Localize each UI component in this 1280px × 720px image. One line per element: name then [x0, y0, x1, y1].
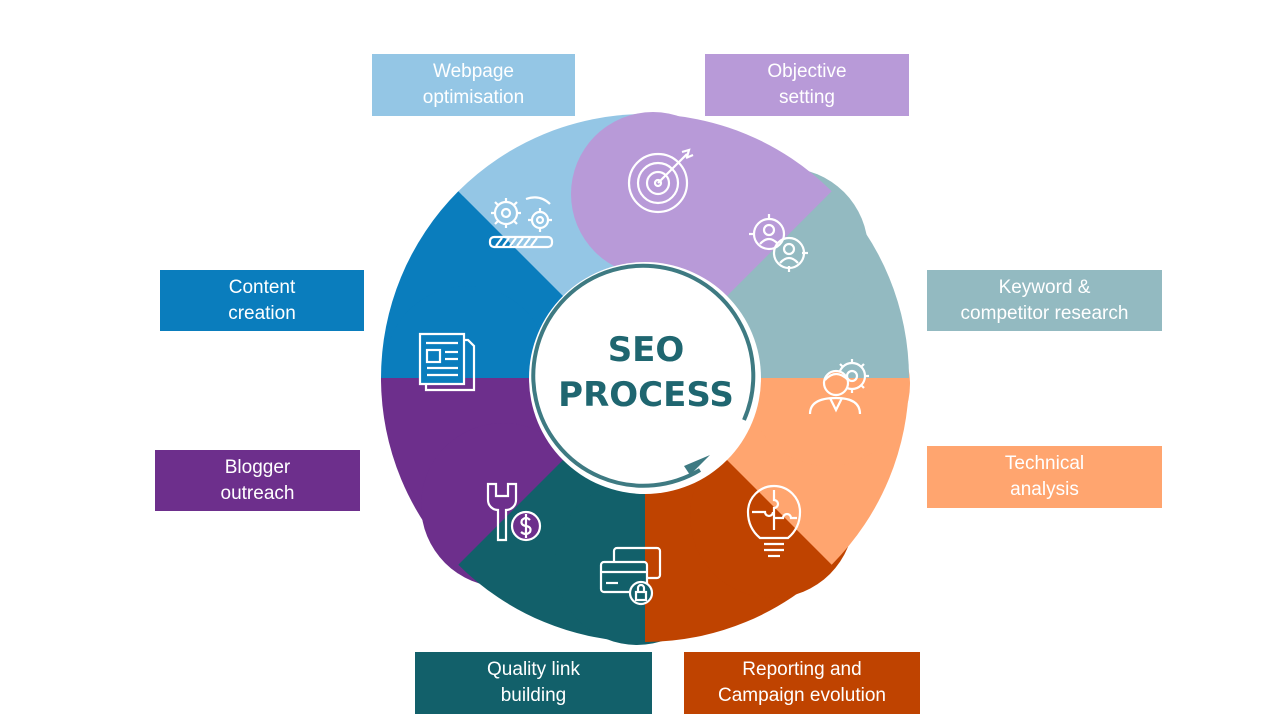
center-ring [531, 263, 756, 488]
lightbulb-puzzle-icon [746, 484, 802, 558]
label-line2: analysis [1010, 479, 1079, 500]
center-arrow-head [684, 455, 710, 475]
wrench-money-icon [486, 482, 542, 542]
label-line1: Webpage [432, 61, 514, 82]
label-objective-setting: Objective setting [705, 54, 909, 116]
label-content-creation: Content creation [160, 270, 364, 331]
label-blogger-outreach: Blogger outreach [155, 450, 360, 511]
label-line2: setting [779, 87, 835, 108]
center-title: SEO PROCESS [548, 328, 744, 418]
label-line2: Campaign evolution [718, 685, 886, 706]
label-keyword-research: Keyword & competitor research [927, 270, 1162, 331]
label-line2: creation [228, 302, 296, 324]
credit-card-lock-icon [599, 546, 662, 606]
label-line2: outreach [220, 482, 295, 504]
person-gear-icon [808, 359, 869, 415]
label-technical-analysis: Technical analysis [927, 446, 1162, 508]
gears-progress-icon [488, 196, 554, 249]
label-line1: Content [228, 276, 296, 298]
label-line1: Reporting and [742, 659, 862, 680]
people-target-icon [749, 214, 808, 272]
label-line1: Technical [1004, 453, 1085, 474]
newspaper-icon [418, 332, 476, 392]
label-line2: optimisation [422, 87, 525, 108]
label-reporting-campaign: Reporting and Campaign evolution [684, 652, 920, 714]
label-line1: Blogger [224, 456, 291, 478]
center-title-line1: SEO [607, 330, 685, 370]
label-webpage-optimisation: Webpage optimisation [372, 54, 575, 116]
label-line2: building [500, 685, 567, 706]
center-disc [529, 262, 761, 494]
target-icon [627, 148, 694, 214]
label-line1: Objective [767, 61, 847, 82]
label-line2: competitor research [960, 302, 1129, 324]
center-title-line2: PROCESS [558, 375, 734, 415]
label-quality-link-building: Quality link building [415, 652, 652, 714]
label-line1: Keyword & [998, 276, 1091, 298]
label-line1: Quality link [487, 659, 580, 680]
